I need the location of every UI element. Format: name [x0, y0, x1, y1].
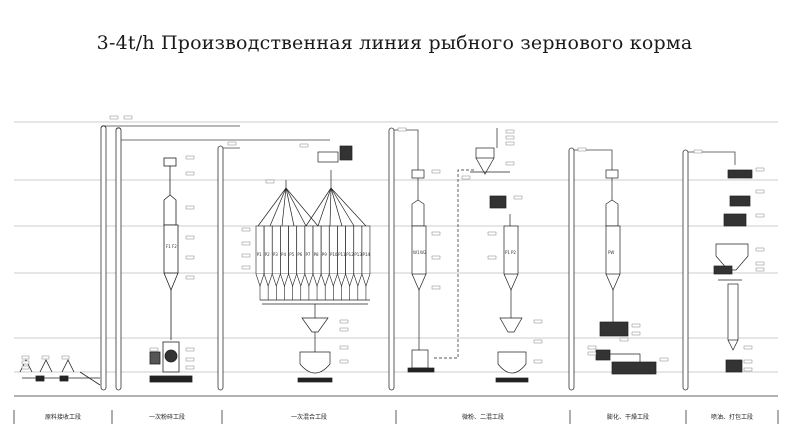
bin-cone [272, 273, 281, 287]
bin-10 [329, 225, 338, 275]
bin-cone [345, 273, 354, 287]
bin-1 [255, 225, 265, 275]
bin-cone [296, 273, 306, 287]
bucket-elevators [100, 125, 689, 391]
svg-text:F1: F1 [166, 244, 171, 249]
bin-cone [337, 273, 346, 287]
bin-cone [280, 273, 289, 287]
bin-8 [312, 225, 322, 275]
svg-text:PW: PW [608, 250, 614, 255]
bin-label: P4 [281, 252, 286, 257]
bin-label: P9 [322, 252, 327, 257]
section-label-mixing: 一次混合工段 [291, 413, 327, 421]
bin-label: P8 [314, 252, 319, 257]
bin-cone [329, 273, 338, 287]
bin-12 [345, 225, 354, 275]
mixing-section [257, 145, 367, 227]
section-label-intake: 原料接收工段 [45, 413, 81, 421]
bin-cone [304, 273, 314, 287]
bin-cone [312, 273, 322, 287]
bin-2 [263, 225, 273, 275]
grinding-section [149, 157, 193, 383]
bin-label: P11 [338, 252, 346, 257]
section-label-extrusion: 膨化、干燥工段 [607, 413, 649, 421]
intake-section [19, 359, 101, 386]
bin-14 [361, 225, 371, 275]
bin-label: P13 [354, 252, 362, 257]
bin-cone [255, 273, 265, 287]
bin-label: P3 [273, 252, 278, 257]
micro-grinding-section [407, 128, 529, 383]
bin-label: P10 [330, 252, 338, 257]
section-label-grinding: 一次粉碎工段 [149, 413, 185, 421]
bin-6 [296, 225, 306, 275]
bin-label: P12 [346, 252, 354, 257]
elevator-1 [100, 125, 107, 391]
packing-section [713, 169, 753, 373]
bin-label: P2 [265, 252, 270, 257]
elevator-2 [115, 127, 122, 391]
bin-cone [353, 273, 363, 287]
svg-text:P1: P1 [505, 250, 510, 255]
bin-3 [271, 225, 281, 275]
bin-13 [353, 225, 363, 275]
extrusion-section [595, 169, 657, 375]
section-labels: 原料接收工段 一次粉碎工段 一次混合工段 微粉、二混工段 膨化、干燥工段 喷油、… [45, 413, 753, 421]
elevator-5 [568, 147, 575, 391]
bin-label: P6 [297, 252, 302, 257]
bin-cone [361, 273, 371, 287]
bin-label: P7 [306, 252, 311, 257]
bin-7 [304, 225, 314, 275]
elevator-3 [217, 145, 224, 391]
bin-5 [288, 225, 297, 275]
bin-9 [320, 225, 330, 275]
page-title: 3-4t/h Производственная линия рыбного зе… [96, 32, 693, 54]
bin-cone [263, 273, 273, 287]
bin-label: P14 [363, 252, 371, 257]
floor-lines [14, 121, 778, 373]
svg-text:F2: F2 [172, 244, 177, 249]
svg-text:W1: W1 [413, 250, 420, 255]
bin-label: P1 [257, 252, 262, 257]
svg-text:P2: P2 [511, 250, 516, 255]
svg-text:W2: W2 [420, 250, 427, 255]
bin-4 [280, 225, 289, 275]
bin-label: P5 [289, 252, 294, 257]
elevator-6 [682, 149, 689, 391]
elevator-4 [388, 127, 395, 391]
bin-11 [337, 225, 346, 275]
bin-cone [288, 273, 297, 287]
bin-cone [320, 273, 330, 287]
section-label-packing: 喷油、打包工段 [711, 413, 753, 421]
section-label-micro-grinding: 微粉、二混工段 [462, 413, 504, 421]
